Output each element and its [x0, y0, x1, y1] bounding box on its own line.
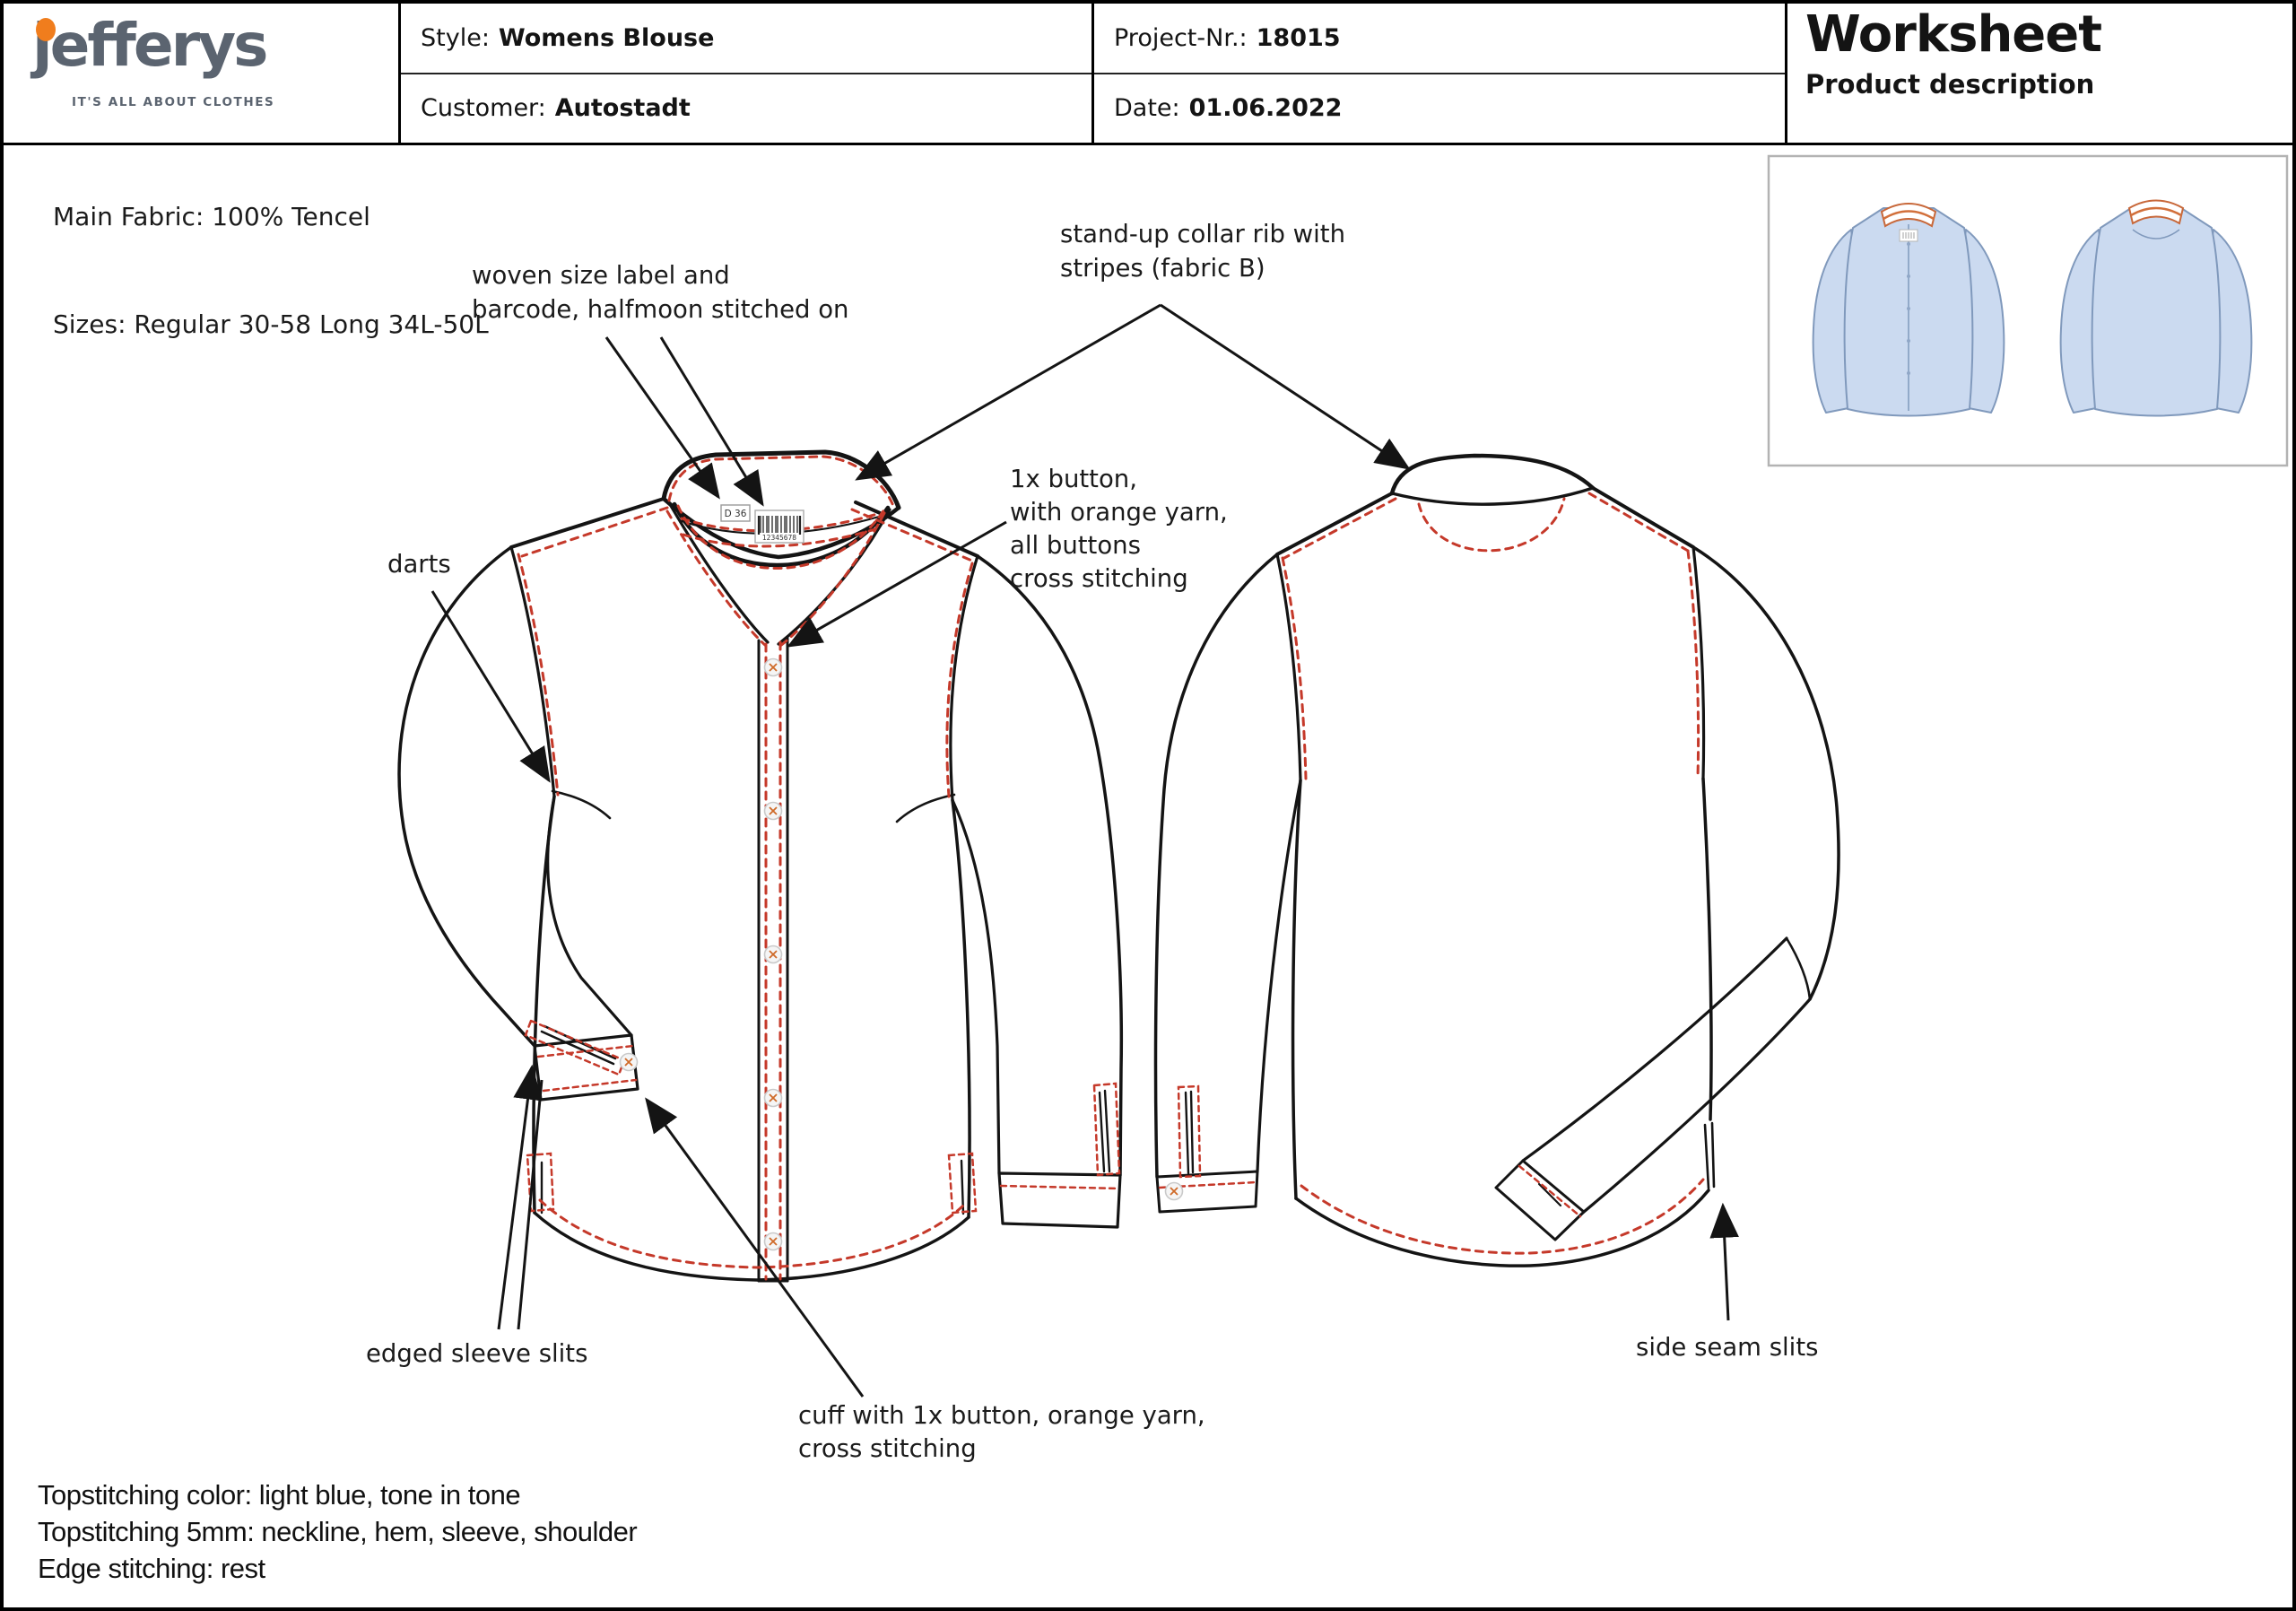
- project-label: Project-Nr.:: [1114, 23, 1248, 52]
- date-label: Date:: [1114, 94, 1180, 123]
- stitching-notes: Topstitching color: light blue, tone in …: [38, 1476, 638, 1587]
- sizes-note: Sizes: Regular 30-58 Long 34L-50L: [53, 309, 489, 339]
- page-subtitle: Product description: [1805, 69, 2095, 100]
- style-label: Style:: [421, 23, 490, 52]
- brand-tagline: IT'S ALL ABOUT CLOTHES: [72, 95, 275, 109]
- annotation-collar: stand-up collar rib with stripes (fabric…: [1060, 220, 1346, 283]
- header: jefferys IT'S ALL ABOUT CLOTHES Style: W…: [4, 4, 2292, 145]
- size-label-and-barcode: D 36 12345678: [720, 504, 804, 544]
- back-view-outline: [1153, 453, 1840, 1267]
- thumbnail-front-collar: [1880, 203, 1937, 228]
- document-title-cell: Worksheet Product description: [1787, 4, 2292, 143]
- stitching-note-5mm: Topstitching 5mm: neckline, hem, sleeve,…: [38, 1516, 638, 1547]
- colorway-thumbnail: [1767, 154, 2289, 467]
- logo: jefferys IT'S ALL ABOUT CLOTHES: [4, 4, 401, 143]
- style-value: Womens Blouse: [498, 23, 715, 52]
- size-label-text: D 36: [725, 509, 747, 519]
- back-cuff-button: [1164, 1181, 1184, 1201]
- thumbnail-front: [1812, 207, 2005, 417]
- back-view-topstitching: [1158, 492, 1705, 1255]
- stitching-note-edge: Edge stitching: rest: [38, 1553, 265, 1584]
- annotation-side-seam: side seam slits: [1636, 1333, 1819, 1362]
- thumbnail-front-buttons: [1907, 242, 1910, 375]
- thumbnail-back-collar: [2127, 199, 2185, 225]
- annotation-cuff: cuff with 1x button, orange yarn, cross …: [798, 1401, 1205, 1463]
- barcode-number: 12345678: [762, 534, 796, 542]
- header-col-style-customer: Style: Womens Blouse Customer: Autostadt: [401, 4, 1094, 143]
- callout-arrows: [430, 303, 1739, 1398]
- date-row: Date: 01.06.2022: [1094, 74, 1785, 144]
- header-col-project-date: Project-Nr.: 18015 Date: 01.06.2022: [1094, 4, 1787, 143]
- customer-row: Customer: Autostadt: [401, 74, 1091, 144]
- style-row: Style: Womens Blouse: [401, 4, 1091, 74]
- front-view-outline: [397, 449, 1124, 1283]
- front-buttons: [619, 657, 783, 1251]
- project-row: Project-Nr.: 18015: [1094, 4, 1785, 74]
- date-value: 01.06.2022: [1188, 94, 1343, 123]
- stitching-note-color: Topstitching color: light blue, tone in …: [38, 1479, 521, 1511]
- page-title: Worksheet: [1805, 5, 2102, 64]
- annotation-sleeve-slits: edged sleeve slits: [366, 1339, 588, 1368]
- brand-dot-icon: [36, 18, 56, 41]
- annotation-woven-label: woven size label and barcode, halfmoon s…: [472, 261, 849, 324]
- thumbnail-back: [2059, 207, 2253, 417]
- main-fabric-note: Main Fabric: 100% Tencel: [53, 202, 370, 231]
- customer-label: Customer:: [421, 94, 546, 123]
- project-value: 18015: [1256, 23, 1341, 52]
- annotation-darts: darts: [387, 550, 451, 579]
- technical-drawing: D 36 12345678: [397, 154, 2289, 1398]
- annotation-button: 1x button, with orange yarn, all buttons…: [1010, 465, 1228, 593]
- customer-value: Autostadt: [554, 94, 691, 123]
- brand-wordmark: jefferys: [32, 11, 268, 80]
